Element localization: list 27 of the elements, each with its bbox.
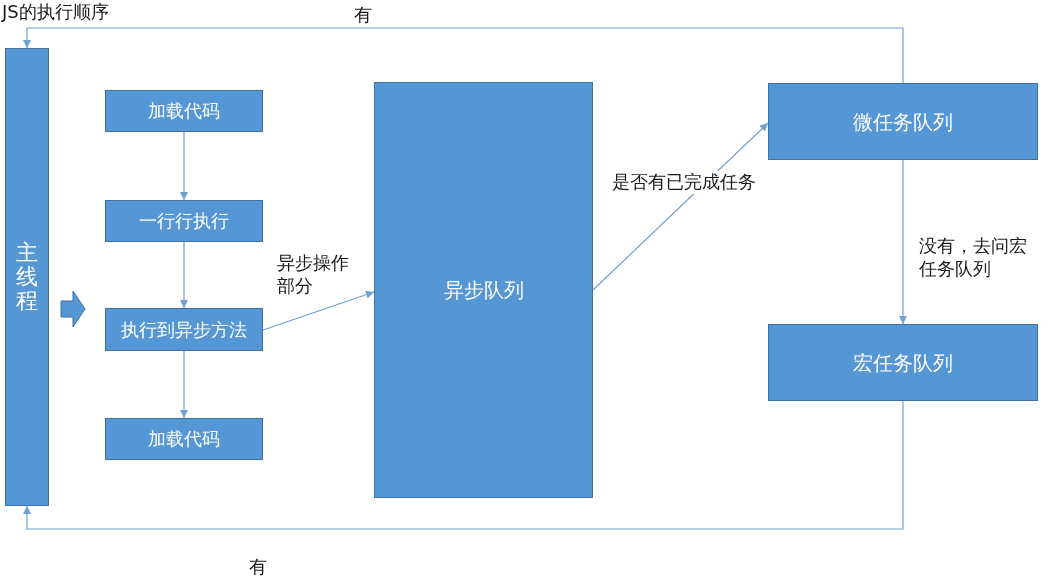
process-box [105,90,263,132]
box-label: 主线程 [16,240,38,314]
box-label: 微任务队列 [853,109,953,134]
box-label: 一行行执行 [139,210,229,232]
edge-label: 有 [249,556,269,579]
queue-box [768,83,1038,160]
arrow [180,350,188,419]
box-label: 宏任务队列 [853,350,953,375]
box-label: 加载代码 [148,100,220,122]
thread-bar [5,48,49,506]
box-label: 加载代码 [148,428,220,450]
process-box [105,308,263,351]
arrow [262,290,375,331]
diagram-title: JS的执行顺序 [2,1,109,23]
box-label: 执行到异步方法 [121,318,247,341]
arrow [899,159,907,325]
arrow [23,400,904,530]
arrow [23,27,904,84]
arrow [180,131,188,201]
box-label: 异步队列 [443,278,524,302]
arrow [180,241,188,309]
process-box [105,418,263,460]
edge-label: 有 [354,4,374,27]
queue-box [374,82,593,498]
process-box [105,200,263,242]
queue-box [768,324,1038,401]
block-arrow [60,290,86,328]
